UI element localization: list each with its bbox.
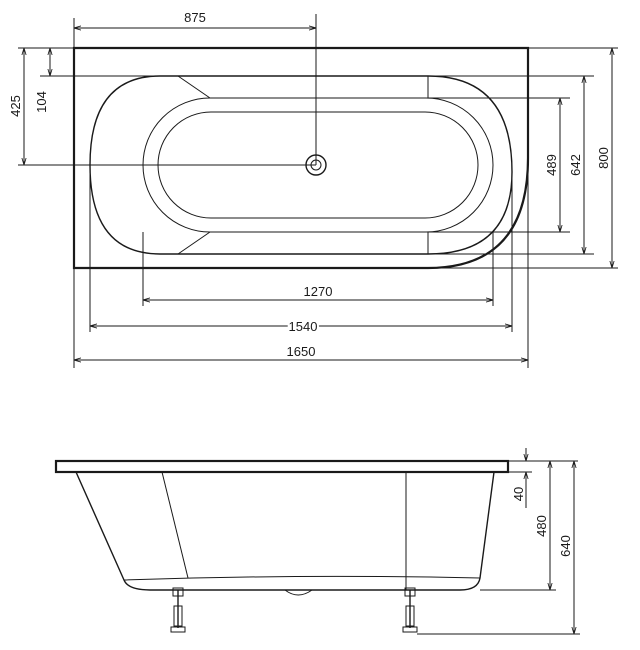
side-body-outline [75, 471, 495, 591]
plan-view: 875 425 104 489 642 800 1270 1540 [8, 10, 618, 368]
dim-1540-label: 1540 [289, 319, 318, 334]
right-leg [402, 587, 418, 633]
dim-104-label: 104 [34, 91, 49, 113]
dim-489-label: 489 [544, 154, 559, 176]
dim-800-label: 800 [596, 147, 611, 169]
left-armrest [177, 75, 211, 255]
side-rim [54, 459, 510, 474]
side-view: 40 480 640 [54, 448, 580, 635]
dim-1270-label: 1270 [304, 284, 333, 299]
dim-875-label: 875 [184, 10, 206, 25]
dim-1650-label: 1650 [287, 344, 316, 359]
left-leg [170, 587, 186, 633]
dim-40-label: 40 [511, 487, 526, 501]
dim-640-label: 640 [558, 535, 573, 557]
dim-425-label: 425 [8, 95, 23, 117]
side-drain [284, 589, 313, 596]
dim-642-label: 642 [568, 154, 583, 176]
dim-480-label: 480 [534, 515, 549, 537]
